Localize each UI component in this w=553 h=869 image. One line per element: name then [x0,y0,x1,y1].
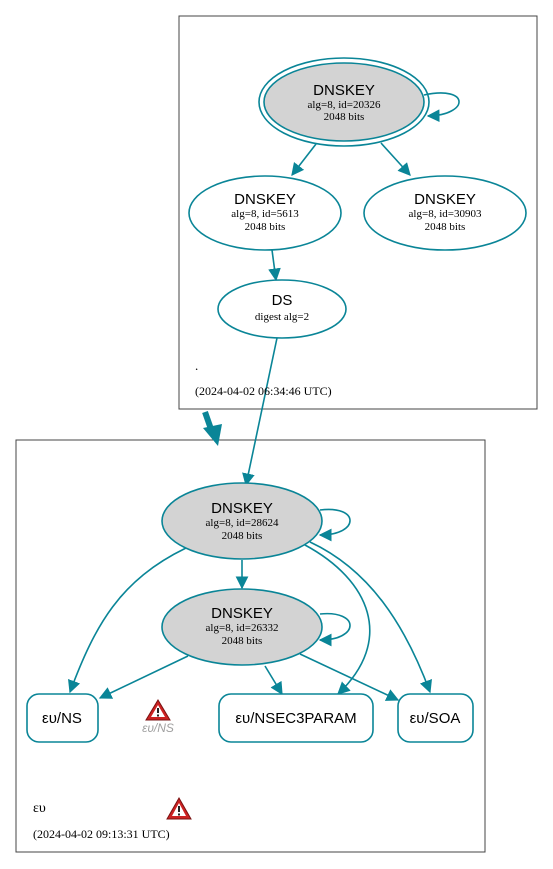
root-ksk-node[interactable]: DNSKEY alg=8, id=20326 2048 bits [258,57,430,147]
root-zsk1-node[interactable]: DNSKEY alg=8, id=5613 2048 bits [188,175,342,251]
ns-warning-label: ευ/NS [142,721,174,735]
root-ksk-title: DNSKEY [313,82,375,99]
rrset-ns-node[interactable]: ευ/NS [26,693,99,743]
zone-warning-icon[interactable] [166,796,192,820]
eu-ksk-title: DNSKEY [211,500,273,517]
eu-ksk-line2: 2048 bits [222,530,263,542]
root-ksk-line1: alg=8, id=20326 [308,99,381,111]
edge-eu-zsk-soa [299,653,400,701]
eu-ksk-self-loop [318,508,351,542]
root-ds-node[interactable]: DS digest alg=2 [217,279,347,339]
edge-zsk1-ds [268,249,281,282]
root-zsk2-node[interactable]: DNSKEY alg=8, id=30903 2048 bits [363,175,527,251]
eu-zone-box [15,439,486,853]
root-zone-timestamp: (2024-04-02 06:34:46 UTC) [195,384,332,398]
root-zsk1-line1: alg=8, id=5613 [231,208,299,220]
edge-eu-ksk-soa [309,541,432,694]
root-ds-line1: digest alg=2 [255,311,309,323]
root-zsk2-line2: 2048 bits [425,221,466,233]
edge-eu-ksk-ns [68,547,187,694]
eu-ksk-node[interactable]: DNSKEY alg=8, id=28624 2048 bits [161,482,323,560]
root-zone-name: . [195,358,198,373]
rrset-soa-node[interactable]: ευ/SOA [397,693,474,743]
root-zsk2-line1: alg=8, id=30903 [409,208,482,220]
eu-ksk-line1: alg=8, id=28624 [206,517,279,529]
eu-zsk-self-loop [318,612,351,647]
edge-eu-ksk-nsec3param [304,544,371,695]
root-ksk-self-loop [423,92,460,123]
edge-ds-eu-ksk [242,337,278,487]
root-ksk-line2: 2048 bits [324,111,365,123]
edge-eu-zsk-nsec3param [264,665,283,696]
eu-zsk-node[interactable]: DNSKEY alg=8, id=26332 2048 bits [161,588,323,666]
edge-eu-zsk-ns [98,655,189,699]
edge-root-ksk-zsk1 [291,143,317,177]
delegation-arrow [202,411,222,446]
root-zsk1-line2: 2048 bits [245,221,286,233]
root-ds-title: DS [272,292,293,309]
rrset-nsec3param-label: ευ/NSEC3PARAM [235,710,356,727]
root-zsk2-title: DNSKEY [414,191,476,208]
eu-zsk-line2: 2048 bits [222,635,263,647]
ns-warning-icon[interactable] [145,699,171,721]
eu-zone-name: ευ [33,801,46,816]
edge-root-ksk-zsk2 [380,142,411,176]
root-zone-box [178,15,538,410]
root-zsk1-title: DNSKEY [234,191,296,208]
rrset-soa-label: ευ/SOA [410,710,461,727]
rrset-ns-label: ευ/NS [42,710,82,727]
eu-zone-timestamp: (2024-04-02 09:13:31 UTC) [33,827,170,841]
rrset-nsec3param-node[interactable]: ευ/NSEC3PARAM [218,693,374,743]
eu-zsk-title: DNSKEY [211,605,273,622]
eu-zsk-line1: alg=8, id=26332 [206,622,279,634]
